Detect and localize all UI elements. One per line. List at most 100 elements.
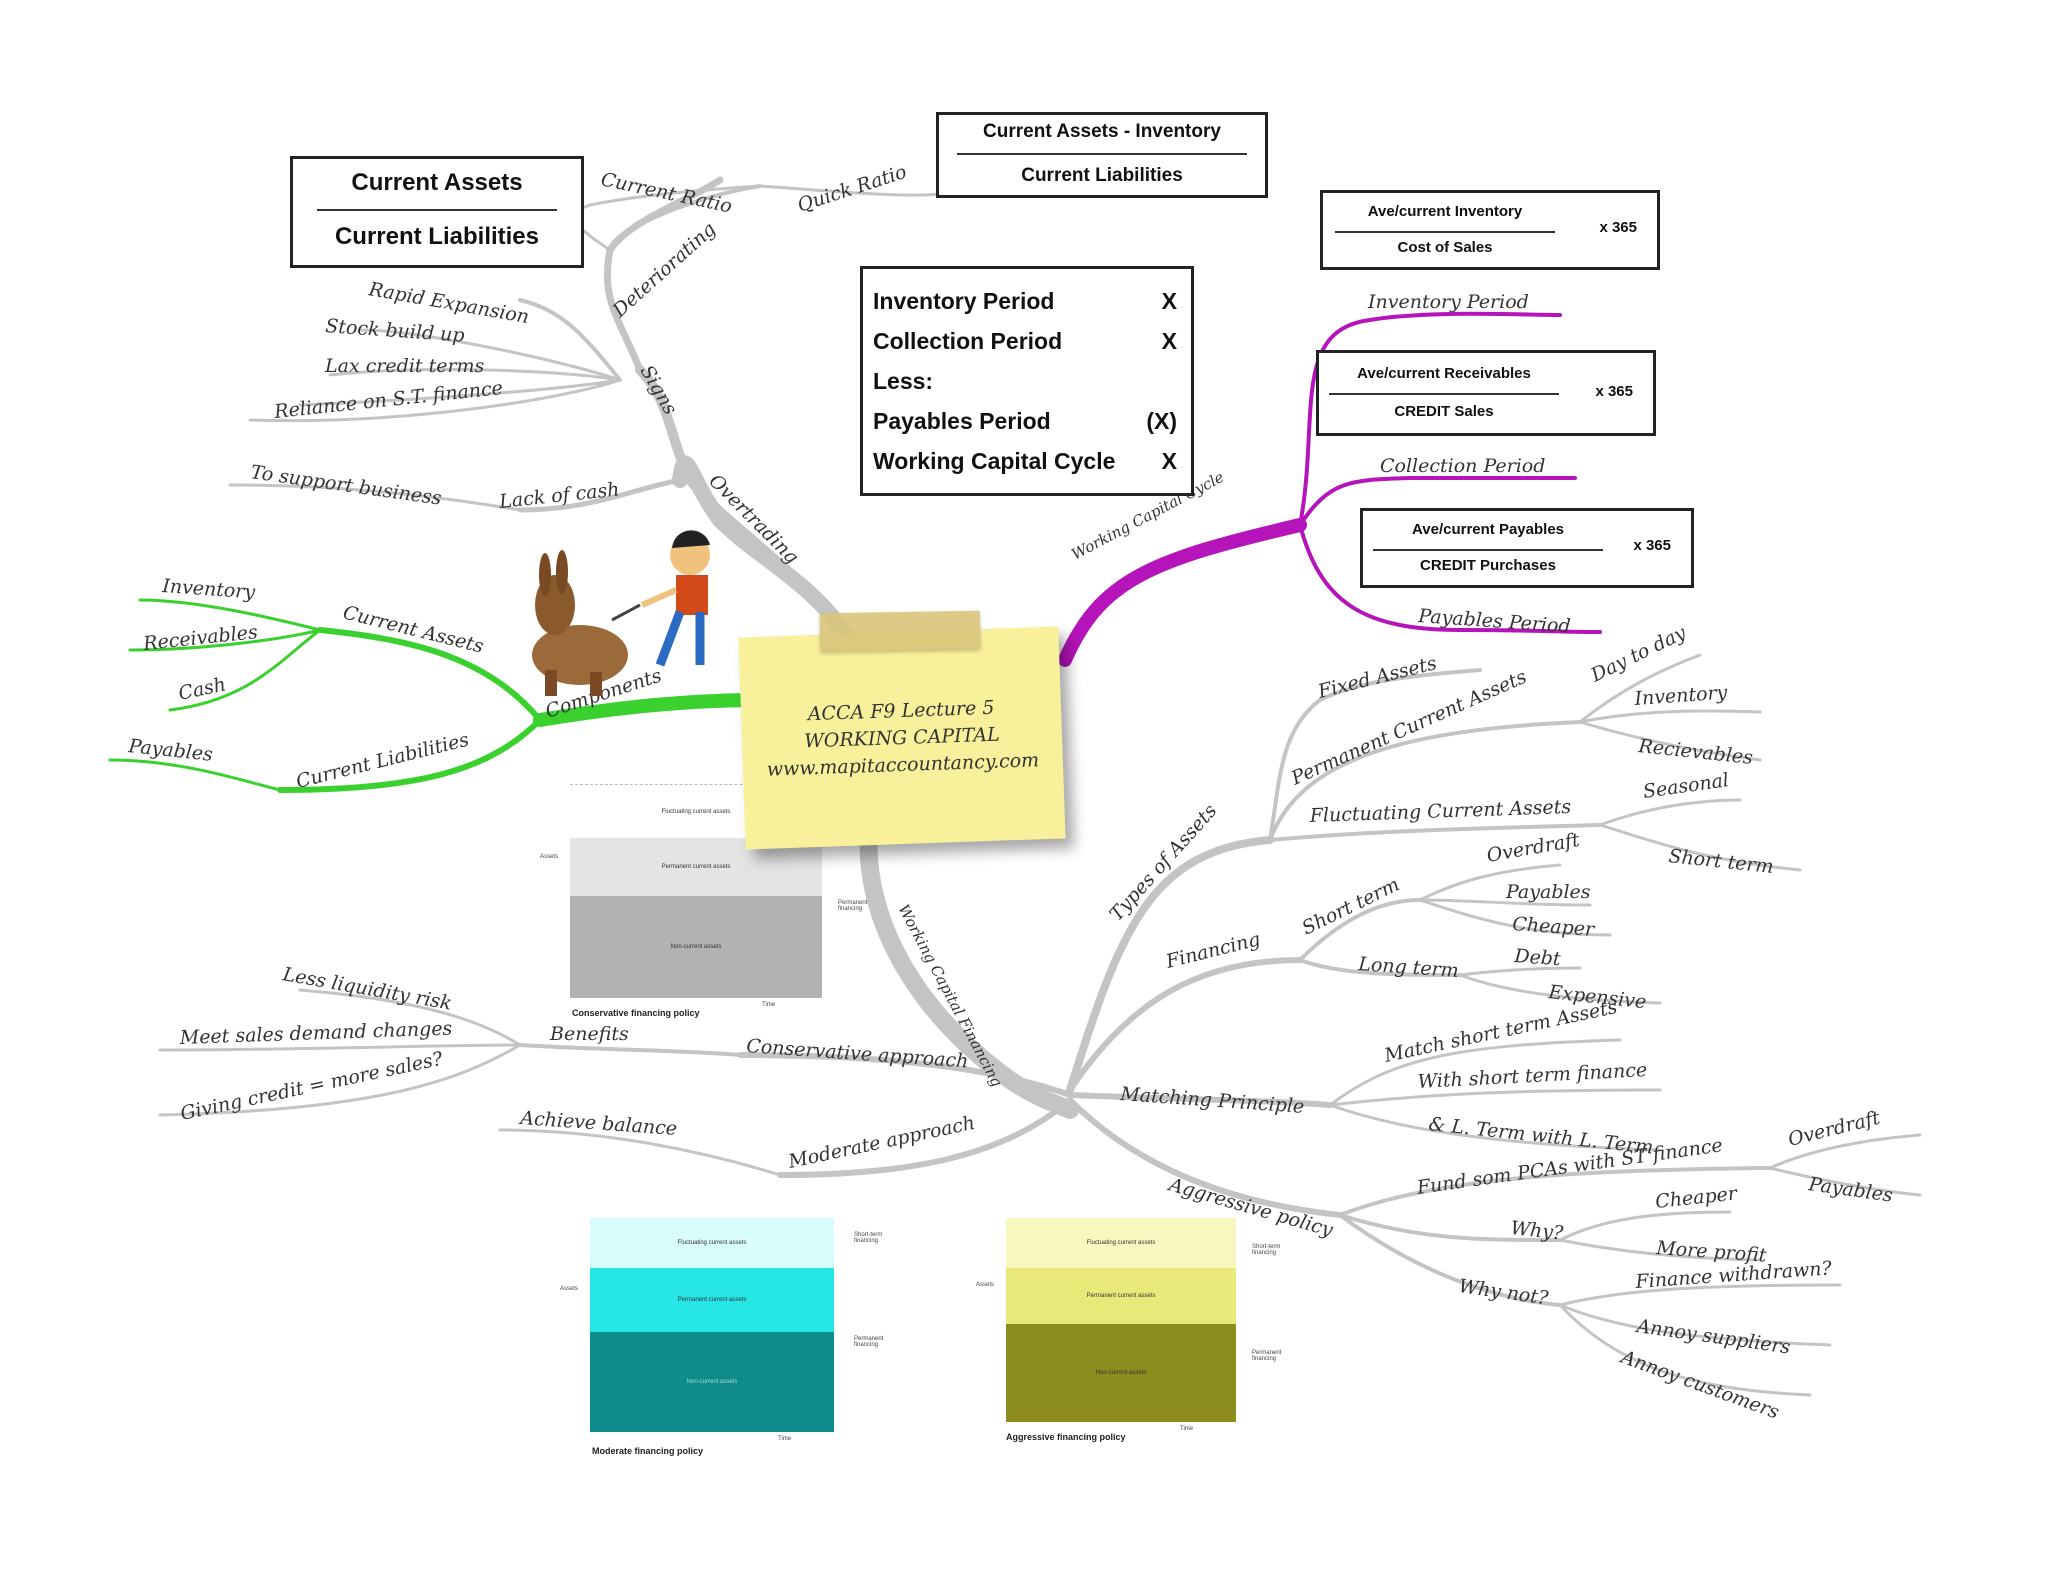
chart-y-label: Assets: [976, 1282, 995, 1288]
label-meet-sales-demand: Meet sales demand changes: [178, 1017, 452, 1049]
label-long-term: Long term: [1357, 953, 1460, 982]
label-why-not: Why not?: [1457, 1275, 1550, 1309]
quick-ratio-box: Current Assets - Inventory Current Liabi…: [936, 112, 1268, 198]
fraction-rule: [317, 209, 557, 211]
chart-title: Aggressive financing policy: [1006, 1432, 1126, 1442]
fraction-rule: [1373, 549, 1603, 551]
quick-ratio-denominator: Current Liabilities: [1021, 165, 1183, 186]
label-annoy-customers: Annoy customers: [1616, 1345, 1782, 1423]
label-payables-st: Payables: [1505, 881, 1591, 903]
label-current-assets: Current Assets: [341, 602, 486, 658]
label-stock-build-up: Stock build up: [325, 315, 466, 347]
chart-side-label: Short-term financing: [854, 1232, 883, 1244]
inventory-formula-multiplier: x 365: [1599, 219, 1637, 236]
central-topic-note: ACCA F9 Lecture 5 WORKING CAPITAL www.ma…: [738, 626, 1066, 850]
payables-formula-numerator: Ave/current Payables: [1411, 521, 1565, 538]
wc-row-inventory: Inventory Period X: [873, 281, 1177, 321]
fraction-rule: [1329, 393, 1559, 395]
label-pca-receivables: Recievables: [1636, 735, 1754, 769]
label-signs: Signs: [636, 362, 682, 419]
chart-side-label: Short-term financing: [1252, 1244, 1281, 1256]
payables-formula-multiplier: x 365: [1633, 537, 1671, 554]
chart-x-label: Time: [762, 1002, 776, 1008]
receivables-formula-denominator: CREDIT Sales: [1394, 403, 1494, 420]
label-annoy-suppliers: Annoy suppliers: [1633, 1315, 1792, 1359]
label-collection-period: Collection Period: [1380, 455, 1545, 477]
moderate-financing-chart: Fluctuating current assets Permanent cur…: [590, 1218, 834, 1432]
current-ratio-numerator: Current Assets: [351, 169, 523, 196]
chart-band-noncurrent: Non-current assets: [1006, 1324, 1236, 1422]
label-types-of-assets: Types of Assets: [1105, 800, 1221, 926]
chart-band-noncurrent: Non-current assets: [570, 896, 822, 998]
wc-row-collection: Collection Period X: [873, 321, 1177, 361]
label-pca-inventory: Inventory: [1633, 682, 1728, 711]
receivables-formula: Ave/current Receivables CREDIT Sales x 3…: [1316, 350, 1656, 436]
label-cheaper-st: Cheaper: [1512, 913, 1597, 941]
branch-wc-cycle: [1058, 518, 1307, 667]
label-giving-credit: Giving credit = more sales?: [178, 1048, 445, 1125]
wc-row-label: Less:: [873, 368, 934, 394]
wc-row-total: Working Capital Cycle X: [873, 441, 1177, 481]
chart-x-label: Time: [1180, 1426, 1194, 1432]
label-with-st-finance: With short term finance: [1417, 1059, 1648, 1093]
inventory-formula-numerator: Ave/current Inventory: [1367, 203, 1523, 220]
label-fluctuating-current-assets: Fluctuating Current Assets: [1308, 796, 1571, 827]
wc-row-value: X: [1161, 288, 1177, 314]
receivables-formula-multiplier: x 365: [1595, 383, 1633, 400]
receivables-formula-numerator: Ave/current Receivables: [1357, 365, 1531, 382]
wc-row-payables: Payables Period (X): [873, 401, 1177, 441]
label-lax-credit-terms: Lax credit terms: [324, 355, 485, 377]
wc-row-label: Collection Period: [873, 328, 1063, 354]
wc-row-label: Inventory Period: [873, 288, 1055, 314]
label-fixed-assets: Fixed Assets: [1315, 652, 1439, 703]
quick-ratio-numerator: Current Assets - Inventory: [983, 121, 1221, 142]
chart-band-permanent: Permanent current assets: [1006, 1268, 1236, 1324]
chart-side-label: Permanent financing: [1252, 1350, 1282, 1362]
wc-row-label: Working Capital Cycle: [873, 448, 1116, 474]
label-overdraft: Overdraft: [1485, 829, 1582, 867]
payables-formula: Ave/current Payables CREDIT Purchases x …: [1360, 508, 1694, 588]
wc-row-value: X: [1161, 448, 1177, 474]
inventory-formula-denominator: Cost of Sales: [1397, 239, 1493, 256]
fraction-rule: [1335, 231, 1555, 233]
label-debt: Debt: [1513, 945, 1562, 970]
chart-band-noncurrent: Non-current assets: [590, 1332, 834, 1432]
chart-band-fluctuating: Fluctuating current assets: [590, 1218, 834, 1268]
tape-decoration: [819, 610, 981, 652]
label-receivables: Receivables: [141, 621, 259, 655]
label-payables-period: Payables Period: [1417, 605, 1572, 638]
chart-side-label: Permanent financing: [838, 900, 868, 912]
label-day-to-day: Day to day: [1587, 622, 1690, 687]
chart-side-label: Permanent financing: [854, 1336, 884, 1348]
wc-cycle-box: Inventory Period X Collection Period X L…: [860, 266, 1194, 496]
label-benefits: Benefits: [549, 1023, 629, 1045]
label-agg-payables: Payables: [1806, 1173, 1894, 1207]
chart-title: Moderate financing policy: [592, 1446, 704, 1456]
chart-x-label: Time: [778, 1436, 792, 1442]
label-inventory-period: Inventory Period: [1367, 291, 1529, 313]
label-fca-short-term: Short term: [1667, 845, 1774, 878]
label-to-support-business: To support business: [249, 461, 443, 510]
label-seasonal: Seasonal: [1642, 769, 1731, 803]
inventory-period-formula: Ave/current Inventory Cost of Sales x 36…: [1320, 190, 1660, 270]
label-conservative-approach: Conservative approach: [746, 1035, 969, 1072]
aggressive-financing-chart: Fluctuating current assets Permanent cur…: [1006, 1218, 1236, 1422]
label-match-st-assets: Match short term Assets: [1381, 996, 1619, 1067]
wc-row-value: (X): [1146, 408, 1177, 434]
current-ratio-denominator: Current Liabilities: [334, 223, 540, 250]
label-matching-principle: Matching Principle: [1119, 1083, 1305, 1118]
label-cash: Cash: [176, 673, 227, 704]
current-ratio-box: Current Assets Current Liabilities: [290, 156, 584, 268]
label-inventory: Inventory: [161, 575, 256, 604]
label-less-liquidity-risk: Less liquidity risk: [280, 963, 453, 1015]
label-agg-overdraft: Overdraft: [1786, 1107, 1883, 1151]
wc-row-label: Payables Period: [873, 408, 1051, 434]
wc-row-less: Less:: [873, 361, 1177, 401]
chart-band-fluctuating: Fluctuating current assets: [1006, 1218, 1236, 1268]
chart-y-label: Assets: [560, 1286, 579, 1292]
branch-components: [533, 693, 767, 727]
label-moderate-approach: Moderate approach: [785, 1112, 976, 1173]
donkey-cartoon-icon: [532, 530, 710, 696]
wc-row-value: X: [1161, 328, 1177, 354]
